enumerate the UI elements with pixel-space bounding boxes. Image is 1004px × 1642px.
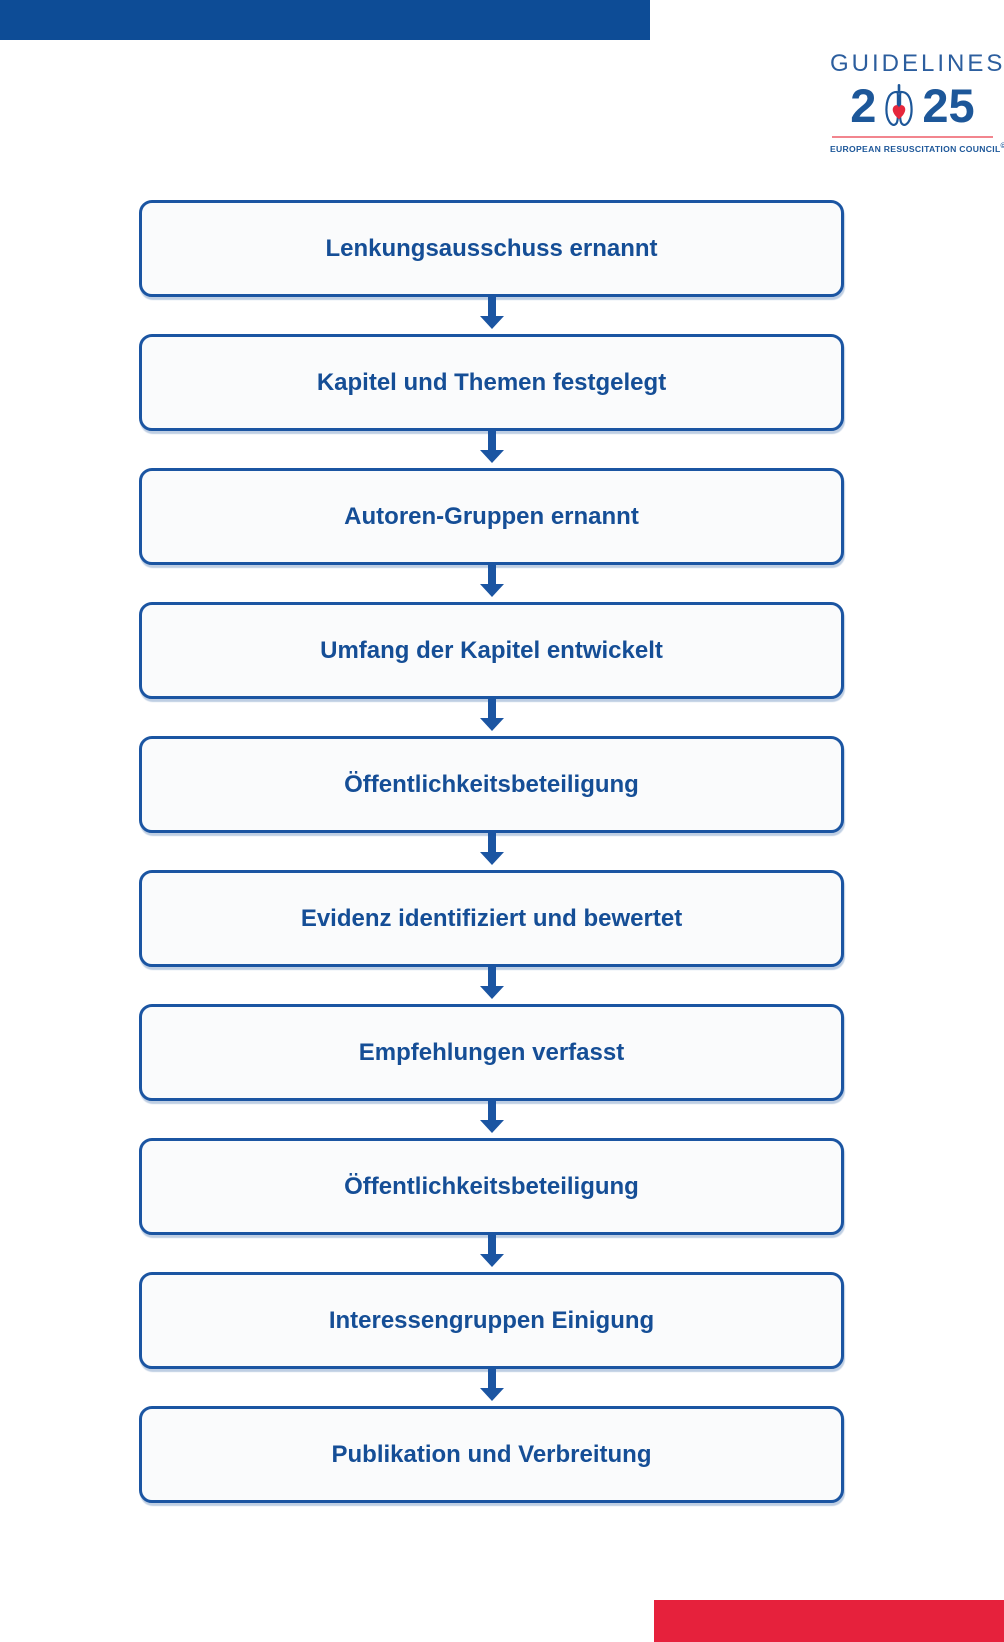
logo-organization: EUROPEAN RESUSCITATION COUNCIL©: [830, 143, 1004, 154]
flow-step-label: Öffentlichkeitsbeteiligung: [344, 1172, 639, 1200]
flow-step-label: Lenkungsausschuss ernannt: [325, 234, 658, 262]
flow-step-label: Kapitel und Themen festgelegt: [316, 368, 667, 396]
arrow-down-icon: [479, 297, 504, 334]
logo-divider-line: [832, 136, 993, 138]
lungs-heart-icon: [877, 83, 921, 129]
flow-step-5: Öffentlichkeitsbeteiligung: [139, 736, 844, 833]
flow-step-label: Autoren-Gruppen ernannt: [344, 502, 639, 530]
flow-step-label: Empfehlungen verfasst: [358, 1038, 625, 1066]
flow-step-2: Kapitel und Themen festgelegt: [139, 334, 844, 431]
flow-step-10: Publikation und Verbreitung: [139, 1406, 844, 1503]
flow-step-label: Umfang der Kapitel entwickelt: [320, 636, 663, 664]
logo-year: 2 25: [830, 82, 995, 129]
flow-step-1: Lenkungsausschuss ernannt: [139, 200, 844, 297]
flow-step-4: Umfang der Kapitel entwickelt: [139, 602, 844, 699]
erc-guidelines-2025-logo: GUIDELINES 2 25 EUROPEAN RESUSCITATION C…: [830, 50, 1004, 154]
flow-step-7: Empfehlungen verfasst: [139, 1004, 844, 1101]
flow-step-3: Autoren-Gruppen ernannt: [139, 468, 844, 565]
arrow-down-icon: [479, 565, 504, 602]
top-accent-bar: [0, 0, 650, 40]
flow-step-8: Öffentlichkeitsbeteiligung: [139, 1138, 844, 1235]
flow-step-9: Interessengruppen Einigung: [139, 1272, 844, 1369]
flow-step-label: Interessengruppen Einigung: [328, 1306, 655, 1334]
arrow-down-icon: [479, 431, 504, 468]
arrow-down-icon: [479, 699, 504, 736]
logo-year-left-digit: 2: [850, 79, 877, 132]
logo-title: GUIDELINES: [830, 50, 1004, 77]
arrow-down-icon: [479, 1235, 504, 1272]
arrow-down-icon: [479, 833, 504, 870]
arrow-down-icon: [479, 967, 504, 1004]
flow-step-label: Evidenz identifiziert und bewertet: [300, 904, 683, 932]
copyright-mark: ©: [1000, 143, 1004, 150]
flow-step-label: Publikation und Verbreitung: [331, 1440, 652, 1468]
flowchart: Lenkungsausschuss ernannt Kapitel und Th…: [139, 200, 844, 1503]
arrow-down-icon: [479, 1101, 504, 1138]
flow-step-6: Evidenz identifiziert und bewertet: [139, 870, 844, 967]
arrow-down-icon: [479, 1369, 504, 1406]
flow-step-label: Öffentlichkeitsbeteiligung: [344, 770, 639, 798]
bottom-accent-bar: [654, 1600, 1004, 1642]
logo-year-right-digits: 25: [922, 79, 975, 132]
